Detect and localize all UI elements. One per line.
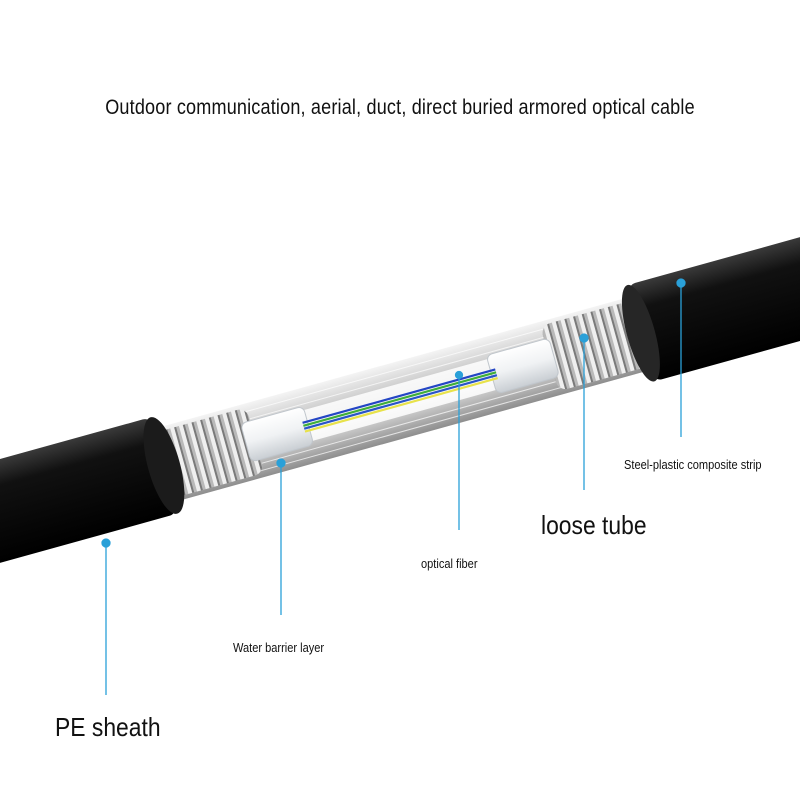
fiber-blue: [302, 368, 496, 424]
fiber-green: [303, 371, 497, 427]
leader-dot-pe-sheath: [101, 538, 111, 548]
optical-fibers: [302, 368, 498, 433]
fiber-yellow: [304, 377, 498, 433]
pe-sheath-right: [629, 228, 800, 380]
label-pe-sheath: PE sheath: [55, 712, 161, 742]
label-optical-fiber: optical fiber: [421, 556, 478, 571]
leader-dot-water-barrier: [276, 458, 286, 468]
leader-dot-optical-fiber: [454, 370, 464, 380]
pe-sheath-left: [0, 419, 176, 570]
label-water-barrier: Water barrier layer: [233, 640, 325, 655]
label-loose-tube: loose tube: [541, 510, 647, 540]
fiber-blue-2: [303, 374, 498, 430]
diagram-title: Outdoor communication, aerial, duct, dir…: [105, 96, 695, 119]
leader-dot-steel-strip: [676, 278, 686, 288]
label-steel-strip: Steel-plastic composite strip: [624, 457, 762, 472]
leader-lines: [101, 278, 686, 695]
leader-dot-loose-tube: [579, 333, 589, 343]
